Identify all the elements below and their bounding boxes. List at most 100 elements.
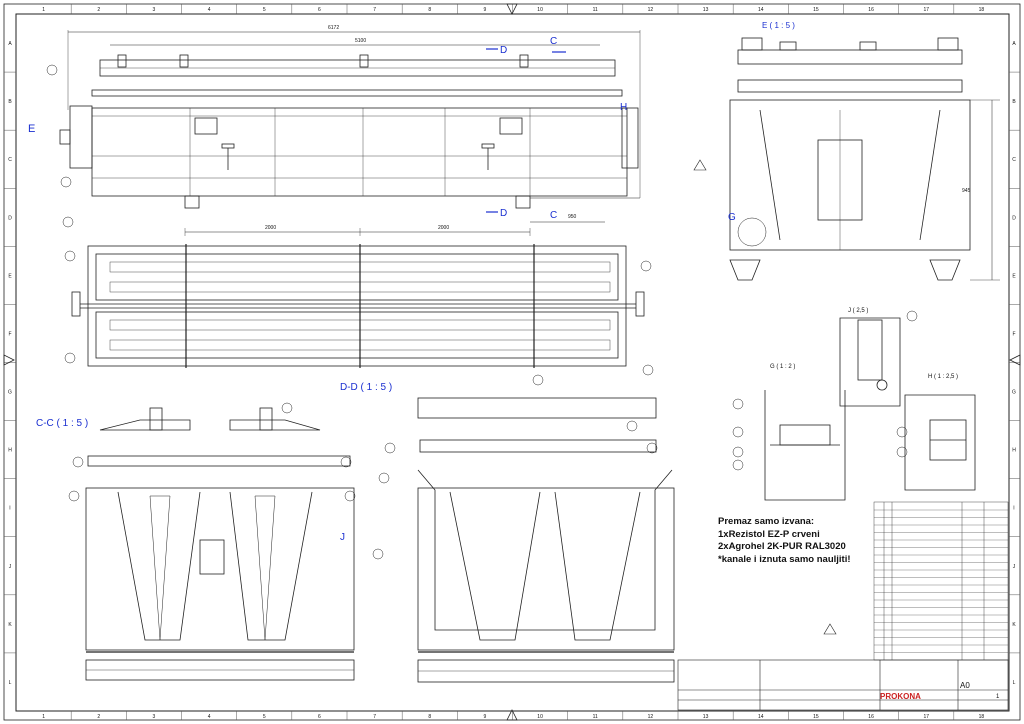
grid-row-label: E [8,273,12,279]
grid-col-label: 16 [868,7,874,13]
body-outline [91,107,628,197]
dim-mid: 5100 [355,38,366,44]
grid-row-label: F [8,331,11,337]
grid-col-label: 17 [923,714,929,720]
detail-title-g: G ( 1 : 2 ) [770,364,795,370]
grid-col-label: 15 [813,7,819,13]
grid-col-label: 6 [318,7,321,13]
grid-col-label: 11 [593,7,598,13]
dim-side-bottom: 950 [568,214,577,220]
section-dd-view [372,374,675,683]
title-block [677,659,1009,711]
grid-row-label: C [1012,157,1016,163]
company-logo: PROKONA [880,692,921,701]
grid-row-label: I [9,506,10,512]
grid-col-label: 14 [758,714,764,720]
grid-col-label: 7 [373,7,376,13]
grid-row-label: K [8,622,12,628]
grid-col-label: 2 [97,7,100,13]
grid-col-label: 16 [868,714,874,720]
dim-overall: 6172 [328,25,339,31]
grid-col-label: 1 [42,714,45,720]
section-marker-d-bottom: D [500,208,507,219]
grid-col-label: 13 [703,714,709,720]
section-marker-c-top: C [550,36,557,47]
grid-col-label: 18 [979,714,985,720]
section-marker-d-top: D [500,45,507,56]
grid-row-label: H [8,448,12,454]
detail-g [732,390,846,501]
centre-mark-right [1009,354,1021,366]
grid-row-label: L [9,680,12,686]
parts-list-rows [874,509,1008,653]
right-end-cap [621,107,639,169]
section-cc-view [68,402,356,681]
grid-col-label: 13 [703,7,709,13]
grid-col-label: 11 [593,714,598,720]
plan-view [64,228,654,376]
side-view [46,30,641,228]
grid-labels: 1122334455667788991010111112121313141415… [8,7,1016,720]
grid-row-label: B [8,99,12,105]
grid-row-label: A [8,41,12,47]
grid-row-label: G [1012,390,1016,396]
grid-col-label: 10 [537,714,543,720]
upper-flange [91,89,623,97]
grid-row-label: H [1012,448,1016,454]
grid-row-label: C [8,157,12,163]
grid-col-label: 14 [758,7,764,13]
section-title-dd: D-D ( 1 : 5 ) [340,382,392,393]
section-marker-c-bottom: C [550,210,557,221]
detail-marker-j: J [340,532,345,543]
detail-g-circle [737,217,767,247]
grid-col-label: 1 [42,7,45,13]
grid-row-label: A [1012,41,1016,47]
detail-title-j: J ( 2,5 ) [848,308,868,314]
dd-body [417,487,675,651]
dd-top-beam [417,397,657,419]
grid-row-label: D [1012,215,1016,221]
section-title-e: E ( 1 : 5 ) [762,21,795,30]
grid-col-label: 5 [263,714,266,720]
coating-note-line-3: 2xAgrohel 2K-PUR RAL3020 [718,541,846,552]
grid-col-label: 15 [813,714,819,720]
plan-outline [87,245,627,367]
inner-frame [15,13,1010,712]
grid-row-label: I [1013,506,1014,512]
grid-row-label: J [1013,564,1016,570]
detail-h [896,394,976,491]
section-title-cc: C-C ( 1 : 5 ) [36,418,88,429]
grid-row-label: G [8,390,12,396]
grid-col-label: 4 [208,7,211,13]
grid-col-label: 9 [484,714,487,720]
detail-marker-h: H [620,102,627,113]
grid-col-label: 9 [484,7,487,13]
grid-row-label: F [1012,331,1015,337]
grid-col-label: 3 [153,7,156,13]
grid-col-label: 12 [648,714,654,720]
coating-note-line-4: *kanale i iznuta samo nauljiti! [718,553,851,565]
left-end-cap [69,105,93,169]
grid-ticks [4,4,1020,720]
cc-top-beam [87,455,351,467]
grid-col-label: 5 [263,7,266,13]
sheet-format: A0 [960,681,970,690]
dim-side-height: 945 [962,188,971,194]
grid-row-label: K [1012,622,1016,628]
grid-row-label: E [1012,273,1016,279]
grid-row-label: D [8,215,12,221]
grid-col-label: 17 [923,7,929,13]
section-marker-e: E [28,123,35,135]
centre-mark-top [506,3,518,15]
detail-j [839,310,918,407]
grid-row-label: B [1012,99,1016,105]
detail-marker-g: G [728,212,736,223]
grid-col-label: 6 [318,714,321,720]
grid-col-label: 4 [208,714,211,720]
grid-col-label: 8 [428,714,431,720]
grid-col-label: 3 [153,714,156,720]
e-body [729,99,971,251]
sheet-number: 1 [996,694,1000,700]
grid-col-label: 12 [648,7,654,13]
